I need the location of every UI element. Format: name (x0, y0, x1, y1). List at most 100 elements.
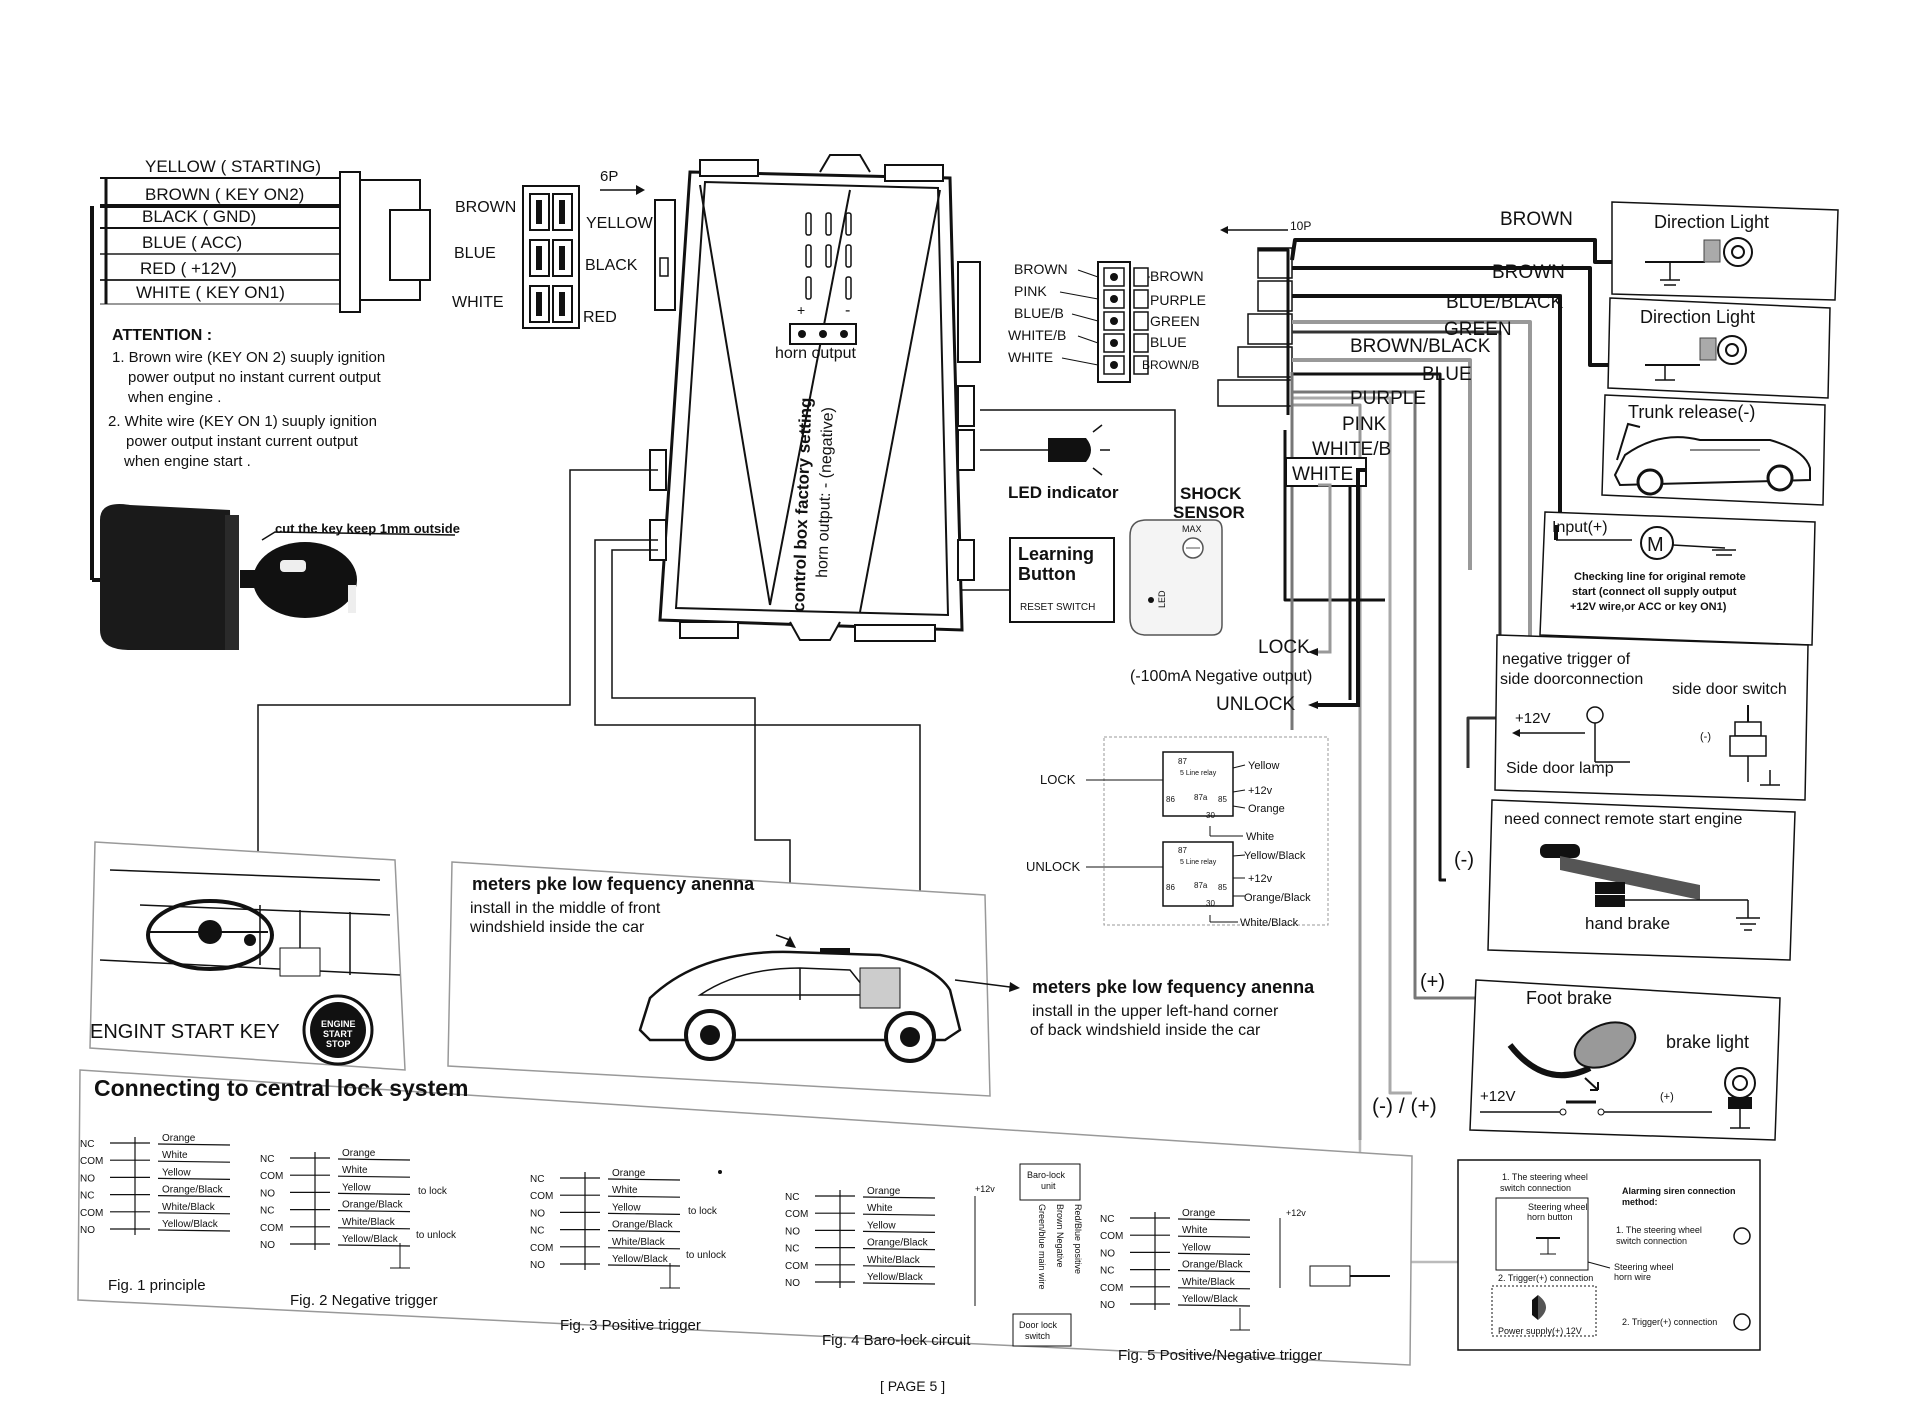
relay-unlock-12v: +12v (1248, 873, 1273, 885)
lock-label: LOCK (1258, 637, 1310, 658)
direction-light-2-label: Direction Light (1640, 307, 1755, 327)
fig2-wire-label: Yellow/Black (342, 1234, 399, 1245)
shock-led: LED (1157, 590, 1167, 608)
mid-left-whiteb: WHITE/B (1008, 327, 1066, 343)
wire-harness: YELLOW ( STARTING) BROWN ( KEY ON2) BLAC… (90, 157, 431, 582)
fig5-term: NC (1100, 1214, 1114, 1225)
checking-1: Checking line for original remote (1574, 571, 1746, 583)
fig2-caption: Fig. 2 Negative trigger (290, 1292, 438, 1309)
relay-lock-orange: Orange (1248, 803, 1285, 815)
relay-unlock-whiteblack: White/Black (1240, 917, 1299, 929)
start-btn-3: STOP (326, 1039, 350, 1049)
fig2-term: NO (260, 1240, 275, 1251)
fig1-term: NC (80, 1191, 94, 1202)
led-label: LED indicator (1008, 483, 1119, 502)
relay-unlock-87: 87 (1178, 846, 1187, 855)
fig1-term: COM (80, 1156, 103, 1167)
horn-button-2: horn button (1527, 1212, 1573, 1222)
shock-sensor: SHOCK SENSOR MAX LED (1129, 484, 1245, 636)
back-antenna-sub-1: install in the upper left-hand corner (1032, 1003, 1279, 1020)
fig4-caption: Fig. 4 Baro-lock circuit (822, 1332, 971, 1349)
lock-outputs: LOCK (-100mA Negative output) UNLOCK (1130, 468, 1366, 715)
fig5-term: COM (1100, 1283, 1123, 1294)
fig2-term: NC (260, 1154, 274, 1165)
fig4-out-line (862, 1230, 936, 1233)
mid-right-brown: BROWN (1150, 268, 1204, 284)
siren-left-1b: switch connection (1500, 1183, 1571, 1193)
mid-right-purple: PURPLE (1150, 292, 1206, 308)
p6-left-white: WHITE (452, 294, 504, 311)
fig1-wire-label: Orange (162, 1133, 196, 1144)
relay-lock-85: 85 (1218, 795, 1227, 804)
note2-line2: power output instant current output (126, 433, 359, 450)
fig3-term: COM (530, 1191, 553, 1202)
front-antenna-title: meters pke low fequency anenna (472, 874, 755, 894)
fig4-wire-label: Orange/Black (867, 1238, 929, 1249)
mid-left-blueb: BLUE/B (1014, 305, 1064, 321)
p6-left-brown: BROWN (455, 199, 516, 216)
fig4-baro-unit (1019, 1163, 1081, 1201)
relay-unlock-85: 85 (1218, 883, 1227, 892)
fig4-term: NC (785, 1244, 799, 1255)
fig5-12v: +12v (1286, 1208, 1306, 1218)
fig3-wire-label: Orange/Black (612, 1220, 674, 1231)
p6-right-black: BLACK (585, 257, 638, 274)
fig5-term: NO (1100, 1248, 1115, 1259)
fig5-wire-label: Yellow/Black (1182, 1294, 1239, 1305)
key-note: cut the key keep 1mm outside (275, 521, 460, 536)
siren-right-title-2: method: (1622, 1197, 1658, 1207)
relay-unlock-caption: 5 Line relay (1180, 859, 1217, 866)
fig5-wire-label: White (1182, 1225, 1208, 1236)
fig4-out-line (862, 1196, 936, 1199)
door-12v: +12V (1515, 710, 1550, 727)
learning-title-1: Learning (1018, 544, 1094, 564)
siren-power: Power supply(+) 12V (1498, 1326, 1582, 1336)
front-antenna-sub-2: windshield inside the car (469, 919, 645, 936)
relay-unlock-label: UNLOCK (1026, 859, 1081, 874)
p6-right-yellow: YELLOW (586, 215, 654, 232)
wire-label-red: RED ( +12V) (140, 259, 237, 278)
fig4-wire-label: Orange (867, 1186, 901, 1197)
fig4-baro-wire: Green/blue main wire (1037, 1204, 1047, 1290)
fig4-term: NO (785, 1278, 800, 1289)
attention-title: ATTENTION : (112, 327, 212, 344)
start-key-label: ENGINT START KEY (90, 1021, 280, 1043)
fig4-out-line (862, 1265, 936, 1268)
fig1-wire-label: Orange/Black (162, 1185, 224, 1196)
note2-line1: 2. White wire (KEY ON 1) suuply ignition (108, 413, 377, 430)
foot-brake-box: (+) Foot brake brake light +12V (+) (-) … (1372, 971, 1781, 1141)
fig5-wire-label: Orange/Black (1182, 1260, 1244, 1271)
rw-pink: PINK (1342, 414, 1387, 435)
fig1-term: NO (80, 1225, 95, 1236)
brake-light-label: brake light (1666, 1032, 1749, 1052)
fig4-door-lock-1: Door lock (1019, 1320, 1058, 1330)
fig2-wire-label: Orange (342, 1148, 376, 1159)
wire-label-black: BLACK ( GND) (142, 207, 256, 226)
fig3-caption: Fig. 3 Positive trigger (560, 1317, 701, 1334)
fig5-wire-label: Yellow (1182, 1242, 1211, 1253)
fig5-out-line (1177, 1287, 1251, 1290)
relay-lock-87: 87 (1178, 757, 1187, 766)
fig1-term: NC (80, 1139, 94, 1150)
fig5-out-line (1177, 1270, 1251, 1273)
fig1-wire-label: White/Black (162, 1202, 216, 1213)
relay-lock-30: 30 (1206, 811, 1215, 820)
fig4-out-line (862, 1213, 936, 1216)
unlock-label: UNLOCK (1216, 694, 1296, 715)
rw-brown-1: BROWN (1500, 209, 1573, 230)
fb-pos: (+) (1420, 971, 1445, 993)
fb-selector: (-) / (+) (1372, 1095, 1437, 1118)
lock-note: (-100mA Negative output) (1130, 668, 1312, 685)
fb-plus: (+) (1660, 1091, 1674, 1103)
rw-blue: BLUE (1422, 364, 1472, 385)
fig4-out-line (862, 1282, 936, 1285)
fig1-wire-label: Yellow (162, 1167, 191, 1178)
antenna-panel: meters pke low fequency anenna install i… (447, 861, 1315, 1097)
fig2-to-lock: to lock (418, 1186, 448, 1197)
shock-max: MAX (1182, 524, 1202, 534)
fig5-out-line (1177, 1235, 1251, 1238)
relay-lock-caption: 5 Line relay (1180, 770, 1217, 777)
relay-lock-87a: 87a (1194, 793, 1208, 802)
